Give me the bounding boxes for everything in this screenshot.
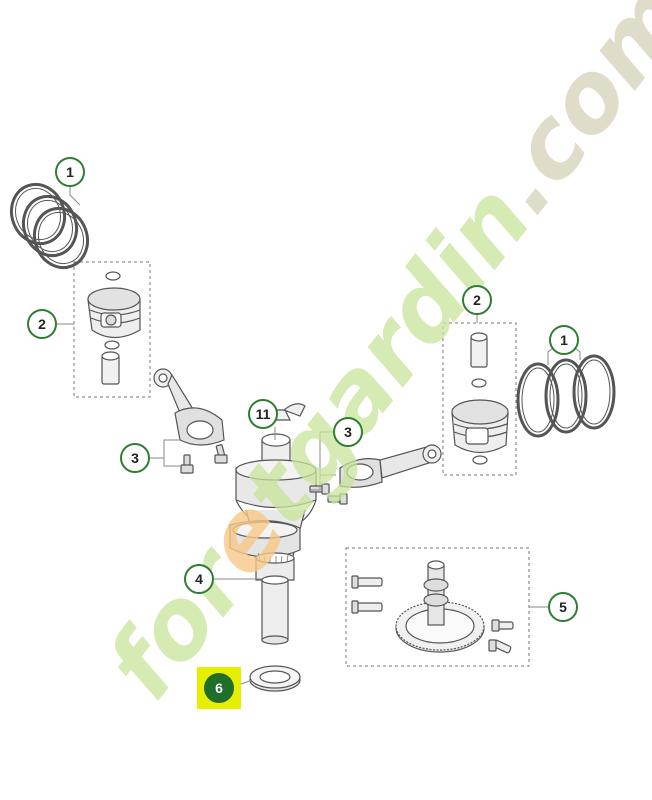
callout-5: 5 — [548, 592, 578, 622]
crankshaft-key — [282, 403, 306, 417]
callout-3-left: 3 — [120, 443, 150, 473]
svg-text:4: 4 — [195, 571, 203, 587]
leader-lines — [56, 187, 581, 687]
svg-text:1: 1 — [560, 332, 568, 348]
group-box-left-piston — [73, 261, 151, 398]
connecting-rod-right — [339, 444, 442, 488]
piston-left — [87, 271, 141, 385]
svg-text:5: 5 — [559, 599, 567, 615]
callout-4: 4 — [184, 564, 214, 594]
svg-text:2: 2 — [473, 292, 481, 308]
callouts: 1 2 3 11 3 2 1 4 — [27, 157, 579, 703]
camshaft-assembly — [351, 560, 514, 654]
piston-right — [451, 332, 509, 465]
piston-rings-left — [10, 182, 89, 270]
piston-rings-right — [516, 354, 616, 438]
callout-2-right: 2 — [462, 285, 492, 315]
svg-text:11: 11 — [256, 406, 271, 422]
rod-bolts-left — [180, 444, 228, 474]
svg-text:2: 2 — [38, 316, 46, 332]
rod-bolts-right — [309, 483, 348, 505]
crankshaft — [229, 409, 317, 645]
svg-text:3: 3 — [344, 424, 352, 440]
svg-text:3: 3 — [131, 450, 139, 466]
callout-2-left: 2 — [27, 309, 57, 339]
callout-11: 11 — [248, 399, 278, 429]
connecting-rod-left — [153, 368, 225, 446]
callout-1-left: 1 — [55, 157, 85, 187]
callout-3-right: 3 — [333, 417, 363, 447]
svg-text:6: 6 — [215, 680, 223, 696]
callout-1-right: 1 — [549, 325, 579, 355]
group-box-right-piston — [442, 322, 517, 476]
oil-seal — [249, 665, 301, 692]
svg-text:1: 1 — [66, 164, 74, 180]
callout-6-highlighted: 6 — [204, 673, 234, 703]
